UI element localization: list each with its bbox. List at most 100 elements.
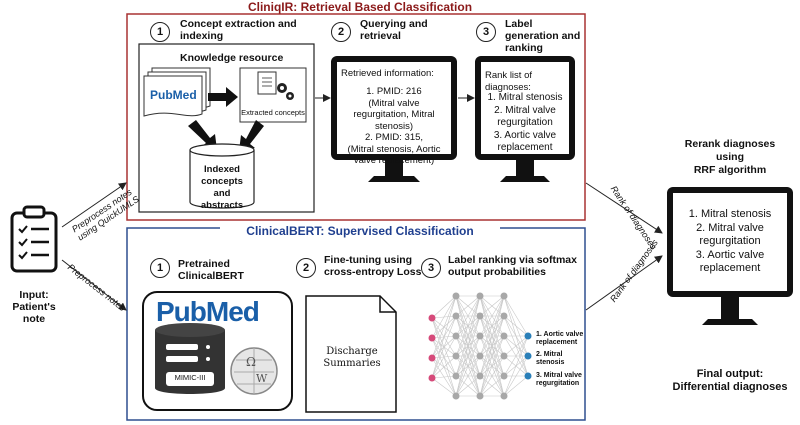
- nn-hidden-node: [476, 292, 484, 300]
- final-line: 1. Mitral stenosis: [688, 208, 772, 220]
- nn-hidden-node: [500, 372, 508, 380]
- nn-input-node: [428, 334, 436, 342]
- document-icon: [305, 295, 397, 413]
- nn-edge: [479, 375, 505, 397]
- nn-edge: [431, 335, 457, 379]
- final-output-label: Final output: Differential diagnoses: [660, 368, 800, 394]
- nn-edge: [455, 295, 481, 317]
- nn-edge: [431, 377, 457, 397]
- nn-hidden-node: [452, 332, 460, 340]
- nn-edge: [431, 295, 457, 379]
- retrieved-header: Retrieved information:: [341, 68, 434, 79]
- nn-output-node: [524, 352, 532, 360]
- mimic-database-icon: [155, 323, 225, 394]
- nn-input-node: [428, 354, 436, 362]
- nn-hidden-node: [500, 392, 508, 400]
- final-line: 2. Mitral valve: [696, 221, 764, 234]
- rerank-line3: RRF algorithm: [693, 164, 767, 176]
- document-label: Discharge Summaries: [323, 346, 381, 369]
- nn-hidden-node: [452, 292, 460, 300]
- retrieved-line: (Mitral stenosis, Aortic: [347, 143, 441, 155]
- bottom-step2-title: Fine-tuning using cross-entropy Loss: [324, 254, 422, 278]
- nn-edge: [479, 295, 505, 357]
- thick-arrow-down-right: [239, 120, 264, 151]
- nn-hidden-node: [476, 312, 484, 320]
- nn-edge: [455, 295, 481, 377]
- nn-hidden-node: [452, 372, 460, 380]
- nn-hidden-node: [476, 352, 484, 360]
- arrow-input-to-top: [61, 182, 127, 228]
- mimic-label: MIMIC-III: [174, 373, 206, 382]
- final-output-line2: Differential diagnoses: [672, 381, 788, 393]
- input-label: Input: Patient's note: [0, 289, 68, 325]
- arrow-bottom-to-final: [585, 255, 663, 311]
- nn-hidden-node: [476, 372, 484, 380]
- nn-edge: [479, 355, 505, 397]
- extracted-concepts-label: Extracted concepts: [241, 108, 305, 117]
- neural-network-icon: [428, 292, 532, 400]
- extracted-concepts-box: [239, 67, 307, 123]
- indexed-label: Indexed concepts and abstracts: [200, 164, 244, 211]
- retrieved-line: valve replacement): [353, 155, 435, 166]
- svg-text:Ω: Ω: [246, 355, 256, 369]
- nn-edge: [503, 315, 529, 337]
- nn-hidden-node: [452, 312, 460, 320]
- step1-title: Concept extraction and indexing: [180, 18, 297, 42]
- ranked-line: replacement: [497, 142, 553, 153]
- retrieved-line: (Mitral valve: [368, 97, 420, 109]
- nn-edge: [455, 295, 481, 397]
- retrieved-line: 2. PMID: 315,: [364, 132, 424, 143]
- nn-edge: [503, 295, 529, 337]
- nn-edge: [455, 295, 481, 337]
- rerank-line1: Rerank diagnoses: [684, 138, 776, 150]
- nn-hidden-node: [500, 292, 508, 300]
- nn-edge: [479, 335, 505, 397]
- nn-hidden-node: [476, 392, 484, 400]
- step1-number: 1: [150, 22, 170, 42]
- nn-edge: [503, 335, 529, 397]
- rerank-label: Rerank diagnoses using RRF algorithm: [675, 138, 785, 177]
- nn-edge: [479, 295, 505, 377]
- nn-edge: [431, 375, 457, 379]
- monitor-final: [667, 187, 793, 325]
- clipboard-gear-icon: [257, 71, 294, 100]
- pubmed-logo: PubMed: [156, 296, 260, 327]
- nn-edge: [431, 315, 457, 379]
- nn-edge: [431, 295, 457, 319]
- nn-edge: [503, 335, 529, 357]
- nn-hidden-node: [476, 332, 484, 340]
- nn-hidden-node: [500, 352, 508, 360]
- nn-edge: [455, 375, 481, 397]
- nn-edge: [455, 355, 481, 397]
- top-panel-border: [126, 13, 586, 221]
- retrieved-line: 1. PMID: 216: [366, 86, 422, 97]
- input-label-line2: Patient's note: [12, 301, 56, 325]
- thick-arrow-down-left: [188, 120, 217, 150]
- nn-hidden-node: [452, 392, 460, 400]
- nn-edge: [431, 295, 457, 339]
- nn-output-label: 3. Mitral valve regurgitation: [536, 372, 582, 387]
- wikipedia-globe-icon: Ω W: [230, 347, 278, 395]
- final-output-line1: Final output:: [696, 368, 764, 380]
- ranked-line: 3. Aortic valve: [493, 129, 557, 141]
- ranked-line: 1. Mitral stenosis: [487, 92, 563, 103]
- bottom-step3-title: Label ranking via softmax output probabi…: [448, 254, 577, 278]
- nn-edge: [503, 335, 529, 377]
- step3-number: 3: [476, 22, 496, 42]
- final-line: replacement: [699, 262, 761, 274]
- database-cylinder: [189, 143, 255, 209]
- arrow-top-to-final: [585, 182, 663, 234]
- nn-output-node: [524, 332, 532, 340]
- input-label-line1: Input:: [19, 289, 49, 301]
- nn-edge: [479, 295, 505, 317]
- bottom-step1-title: Pretrained ClinicalBERT: [178, 258, 244, 282]
- nn-hidden-node: [452, 352, 460, 360]
- pubmed-documents-icon: [143, 67, 211, 117]
- nn-edge: [455, 295, 481, 357]
- step2-number: 2: [331, 22, 351, 42]
- nn-hidden-node: [500, 332, 508, 340]
